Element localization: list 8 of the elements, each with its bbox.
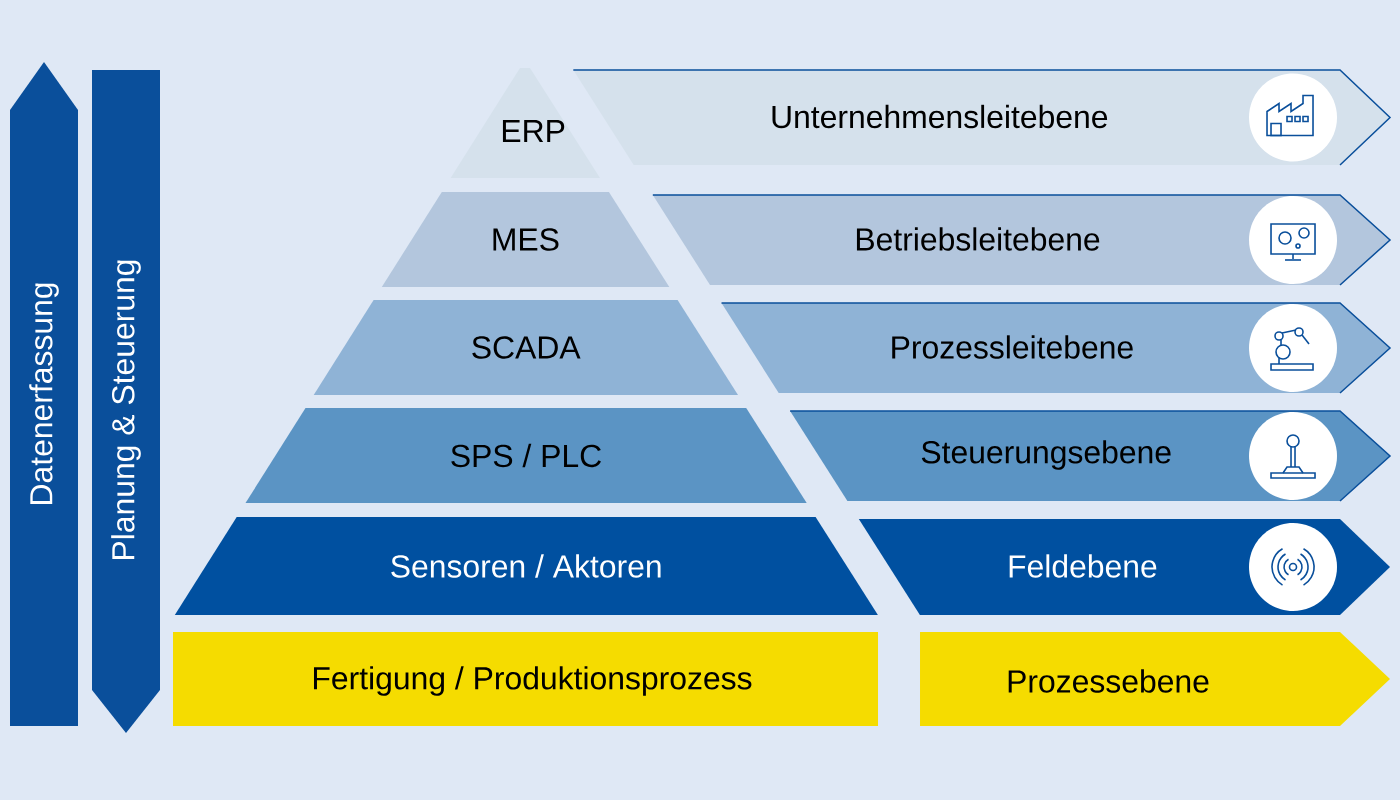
pyramid-layer: MES (381, 192, 670, 287)
vertical-banner: Datenerfassung (10, 62, 78, 726)
vertical-banner: Planung & Steuerung (92, 70, 160, 733)
process-box: Fertigung / Produktionsprozess (173, 632, 878, 726)
pyramid-layer: SPS / PLC (245, 408, 807, 503)
level-banner: Prozessebene (920, 632, 1390, 726)
pyramid-layer: SCADA (313, 300, 738, 395)
pyramid-layer: ERP (450, 68, 600, 178)
